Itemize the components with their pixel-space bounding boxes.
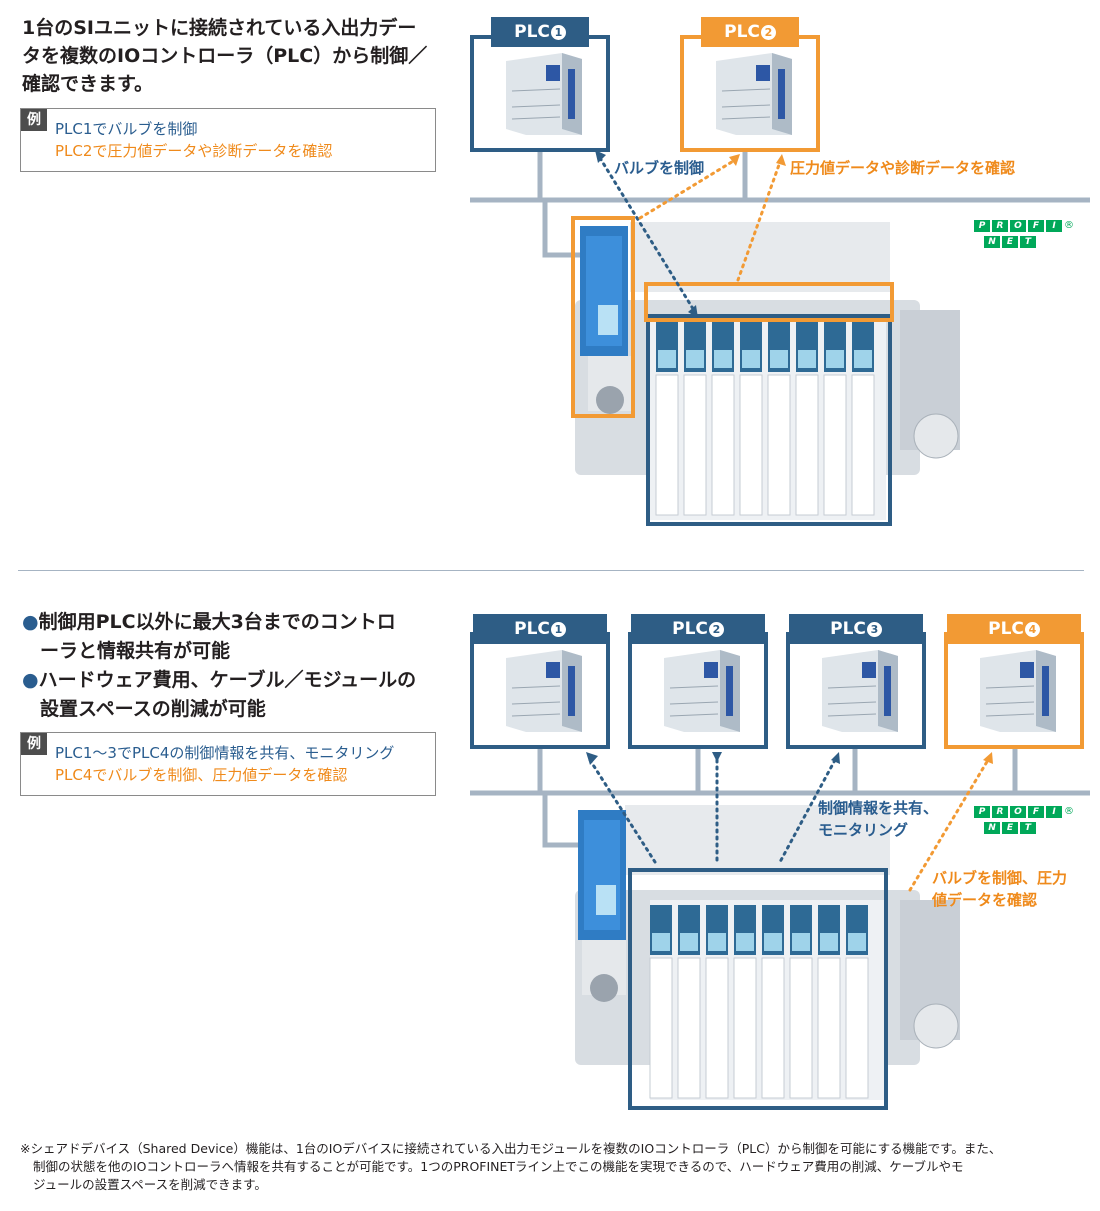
example-tag: 例 — [21, 733, 47, 755]
plc-number: 2 — [708, 622, 724, 637]
example-tag: 例 — [21, 109, 47, 131]
registered-mark: ® — [1064, 806, 1074, 817]
label-line: 値データを確認 — [932, 891, 1038, 909]
registered-mark: ® — [1064, 220, 1074, 231]
label-line: モニタリング — [818, 821, 909, 839]
profinet-letter: O — [1010, 806, 1026, 818]
plc-label: PLC — [514, 22, 550, 42]
profinet-letter: F — [1028, 220, 1044, 232]
example-line-2: PLC2で圧力値データや診断データを確認 — [55, 142, 333, 160]
profinet-letter: I — [1046, 220, 1062, 232]
heading-line: 1台のSIユニットに接続されている入出力デー — [22, 17, 417, 39]
profinet-letter: R — [992, 806, 1008, 818]
sensor-highlight-orange — [644, 282, 894, 322]
plc-label: PLC — [988, 619, 1024, 639]
heading-line: タを複数のIOコントローラ（PLC）から制御／ — [22, 45, 428, 67]
footnote-line: ジュールの設置スペースを削減できます。 — [33, 1177, 267, 1192]
bullet-dot: ● — [22, 611, 39, 633]
manifold-top — [630, 222, 890, 292]
section-divider — [18, 570, 1084, 571]
plc-label: PLC — [672, 619, 708, 639]
section1-diagram — [470, 150, 1090, 526]
server-icon — [716, 53, 792, 135]
si-unit-highlight — [571, 216, 635, 418]
footnote: ※シェアドデバイス（Shared Device）機能は、1台のIOデバイスに接続… — [20, 1140, 1001, 1194]
example-line-1: PLC1でバルブを制御 — [55, 120, 198, 138]
plc-label: PLC — [514, 619, 550, 639]
profinet-letter: N — [984, 236, 1000, 248]
plc-label: PLC — [830, 619, 866, 639]
label-line: バルブを制御、圧力 — [932, 869, 1068, 887]
footnote-line: ※シェアドデバイス（Shared Device）機能は、1台のIOデバイスに接続… — [20, 1141, 1002, 1156]
profinet-logo: P R O F I ® N E T — [974, 220, 1074, 248]
profinet-letter: N — [984, 822, 1000, 834]
profinet-letter: P — [974, 220, 990, 232]
profinet-letter: T — [1020, 236, 1036, 248]
profinet-letter: I — [1046, 806, 1062, 818]
plc-number: 1 — [550, 25, 566, 40]
valve-stack — [650, 320, 886, 520]
server-icon — [980, 650, 1056, 732]
profinet-letter: R — [992, 220, 1008, 232]
label-valve-pressure: バルブを制御、圧力 値データを確認 — [932, 867, 1067, 911]
bullet-line: ーラと情報共有が可能 — [40, 640, 231, 662]
device-highlight-blue — [628, 868, 888, 1110]
profinet-letter: P — [974, 806, 990, 818]
server-icon — [506, 650, 582, 732]
example-line-2: PLC4でバルブを制御、圧力値データを確認 — [55, 766, 348, 784]
plc-number: 3 — [866, 622, 882, 637]
bullet-dot: ● — [22, 669, 39, 691]
plc-label: PLC — [724, 22, 760, 42]
label-line: 制御情報を共有、 — [818, 799, 939, 817]
profinet-letter: O — [1010, 220, 1026, 232]
label-valve-control: バルブを制御 — [614, 159, 705, 177]
section2-example-box: 例 PLC1～3でPLC4の制御情報を共有、モニタリング PLC4でバルブを制御… — [20, 732, 436, 796]
bullet-line: 設置スペースの削減が可能 — [40, 698, 266, 720]
valve-highlight-blue — [646, 314, 892, 526]
profinet-letter: E — [1002, 236, 1018, 248]
plc-number: 4 — [1024, 622, 1040, 637]
profinet-letter: E — [1002, 822, 1018, 834]
server-icon — [822, 650, 898, 732]
label-pressure-diagnostics: 圧力値データや診断データを確認 — [790, 159, 1016, 177]
footnote-line: 制御の状態を他のIOコントローラへ情報を共有することが可能です。1つのPROFI… — [33, 1159, 964, 1174]
section2-diagram — [470, 748, 1090, 1110]
label-share-monitoring: 制御情報を共有、 モニタリング — [818, 797, 938, 841]
server-icon — [506, 53, 582, 135]
section1-example-box: 例 PLC1でバルブを制御 PLC2で圧力値データや診断データを確認 — [20, 108, 436, 172]
profinet-logo: P R O F I ® N E T — [974, 806, 1074, 834]
plc-number: 1 — [550, 622, 566, 637]
server-icon — [664, 650, 740, 732]
bullet-line: ハードウェア費用、ケーブル／モジュールの — [38, 669, 417, 691]
heading-line: 確認できます。 — [22, 73, 154, 95]
section1-heading: 1台のSIユニットに接続されている入出力デー タを複数のIOコントローラ（PLC… — [22, 14, 427, 98]
section2-bullets: ●制御用PLC以外に最大3台までのコントロ ーラと情報共有が可能 ●ハードウェア… — [22, 608, 416, 724]
example-line-1: PLC1～3でPLC4の制御情報を共有、モニタリング — [55, 744, 395, 762]
profinet-letter: F — [1028, 806, 1044, 818]
profinet-letter: T — [1020, 822, 1036, 834]
plc-number: 2 — [760, 25, 776, 40]
bullet-line: 制御用PLC以外に最大3台までのコントロ — [38, 611, 396, 633]
